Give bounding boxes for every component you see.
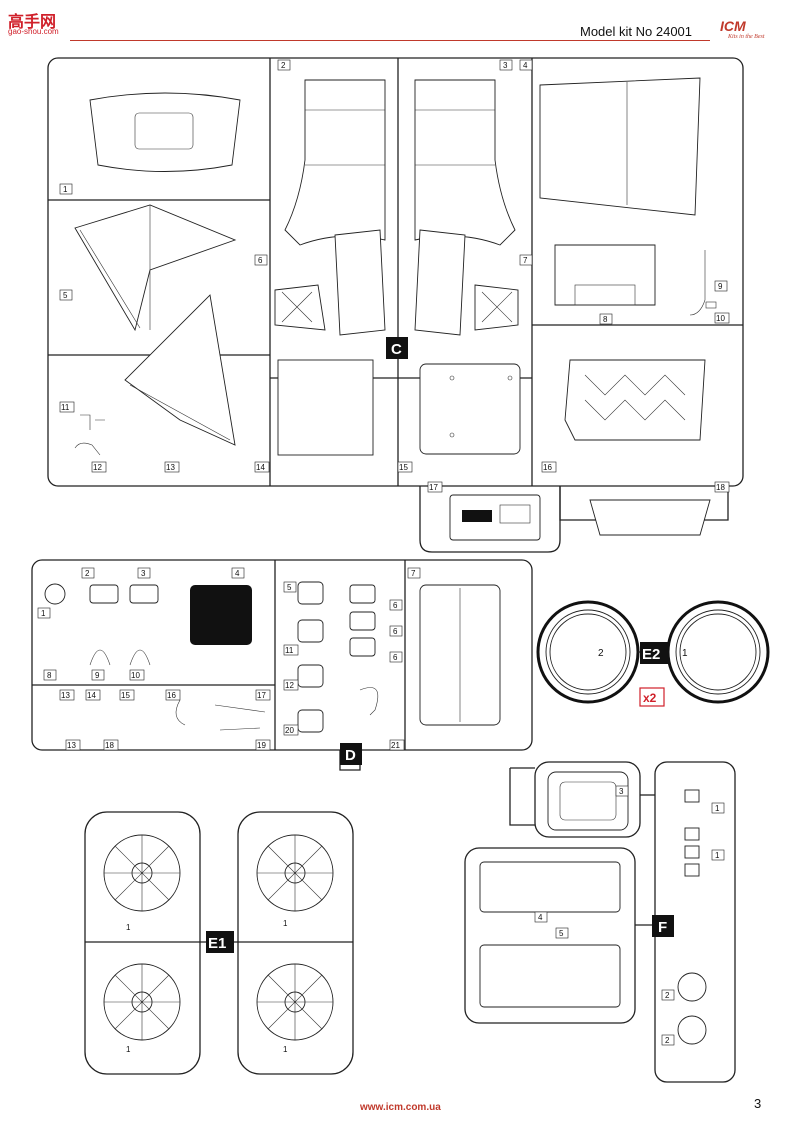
svg-text:6: 6	[393, 627, 398, 636]
svg-text:2: 2	[598, 648, 604, 659]
svg-text:1: 1	[63, 185, 68, 194]
svg-text:7: 7	[411, 569, 416, 578]
quantity-badge	[639, 687, 665, 707]
sprue-c-labels: 1 2 3 4 5 6 7 8 9 10 11 12 13 14 15 16 1…	[59, 59, 730, 493]
svg-text:1: 1	[715, 804, 720, 813]
svg-text:15: 15	[121, 691, 130, 700]
sprue-e1-tag	[206, 931, 234, 953]
svg-text:1: 1	[126, 923, 131, 932]
icm-tagline: Kits in the Best	[728, 34, 765, 40]
svg-text:18: 18	[716, 483, 725, 492]
sprue-e2-tag	[640, 642, 668, 664]
svg-text:13: 13	[61, 691, 70, 700]
svg-text:5: 5	[63, 291, 68, 300]
svg-text:8: 8	[603, 315, 608, 324]
d-small-parts	[89, 581, 379, 733]
sprue-c-tag	[386, 337, 408, 359]
sprue-d-tag	[340, 743, 362, 765]
svg-text:3: 3	[503, 61, 508, 70]
svg-text:D: D	[345, 747, 356, 764]
svg-text:6: 6	[258, 256, 263, 265]
svg-text:13: 13	[166, 463, 175, 472]
svg-text:1: 1	[283, 1045, 288, 1054]
svg-text:9: 9	[718, 282, 723, 291]
svg-text:F: F	[658, 919, 667, 936]
svg-text:3: 3	[619, 787, 624, 796]
svg-text:16: 16	[543, 463, 552, 472]
svg-text:1: 1	[715, 851, 720, 860]
svg-text:1: 1	[41, 609, 46, 618]
svg-text:14: 14	[256, 463, 265, 472]
svg-text:11: 11	[285, 646, 294, 655]
sprue-d: 1 2 3 4 5 6 6 6 7 8 9 10 11 12 13 13 14 …	[31, 559, 533, 771]
sprue-c: 1 2 3 4 5 6 7 8 9 10 11 12 13 14 15 16 1…	[47, 57, 744, 553]
svg-text:2: 2	[85, 569, 90, 578]
svg-text:12: 12	[93, 463, 102, 472]
svg-text:5: 5	[559, 929, 564, 938]
svg-text:5: 5	[287, 583, 292, 592]
svg-text:10: 10	[716, 314, 725, 323]
icm-logo: ICM	[720, 18, 746, 34]
svg-text:18: 18	[105, 741, 114, 750]
svg-text:1: 1	[283, 919, 288, 928]
svg-text:16: 16	[167, 691, 176, 700]
sprue-f-tag	[652, 915, 674, 937]
svg-text:E1: E1	[208, 935, 226, 952]
svg-text:C: C	[391, 341, 402, 358]
svg-text:11: 11	[61, 403, 70, 412]
svg-text:3: 3	[141, 569, 146, 578]
e1-wheels	[103, 834, 334, 1041]
svg-text:15: 15	[399, 463, 408, 472]
svg-text:17: 17	[257, 691, 266, 700]
svg-text:14: 14	[87, 691, 96, 700]
header-divider	[70, 40, 710, 41]
sprue-d-labels: 1 2 3 4 5 6 6 6 7 8 9 10 11 12 13 13 14 …	[37, 567, 421, 751]
svg-text:12: 12	[285, 681, 294, 690]
svg-text:9: 9	[95, 671, 100, 680]
svg-text:2: 2	[665, 1036, 670, 1045]
svg-text:4: 4	[523, 61, 528, 70]
svg-text:7: 7	[523, 256, 528, 265]
page-title: Model kit No 24001	[580, 24, 693, 39]
svg-text:4: 4	[235, 569, 240, 578]
sprue-e2: 2 1 E2 x2	[536, 600, 770, 707]
svg-text:21: 21	[391, 741, 400, 750]
sprue-f: 3 1 1 4 5 2 2 F	[464, 761, 736, 1083]
svg-text:6: 6	[393, 653, 398, 662]
watermark-logo: 高手网	[8, 14, 57, 31]
sprue-f-labels: 3 1 1 4 5 2 2	[534, 785, 725, 1046]
svg-text:2: 2	[665, 991, 670, 1000]
svg-text:2: 2	[281, 61, 286, 70]
svg-text:8: 8	[47, 671, 52, 680]
footer-url[interactable]: www.icm.com.ua	[360, 1102, 441, 1113]
svg-text:13: 13	[67, 741, 76, 750]
svg-text:20: 20	[285, 726, 294, 735]
svg-text:4: 4	[538, 913, 543, 922]
svg-text:E2: E2	[642, 646, 660, 663]
sprue-e1: 1 1 1 1 E1	[84, 811, 354, 1075]
svg-text:10: 10	[131, 671, 140, 680]
svg-text:x2: x2	[643, 691, 657, 705]
svg-text:19: 19	[257, 741, 266, 750]
svg-text:17: 17	[429, 483, 438, 492]
svg-text:1: 1	[682, 648, 688, 659]
page-number: 3	[754, 1096, 762, 1111]
watermark-url: gao-shou.com	[8, 27, 59, 36]
svg-text:6: 6	[393, 601, 398, 610]
svg-text:1: 1	[126, 1045, 131, 1054]
